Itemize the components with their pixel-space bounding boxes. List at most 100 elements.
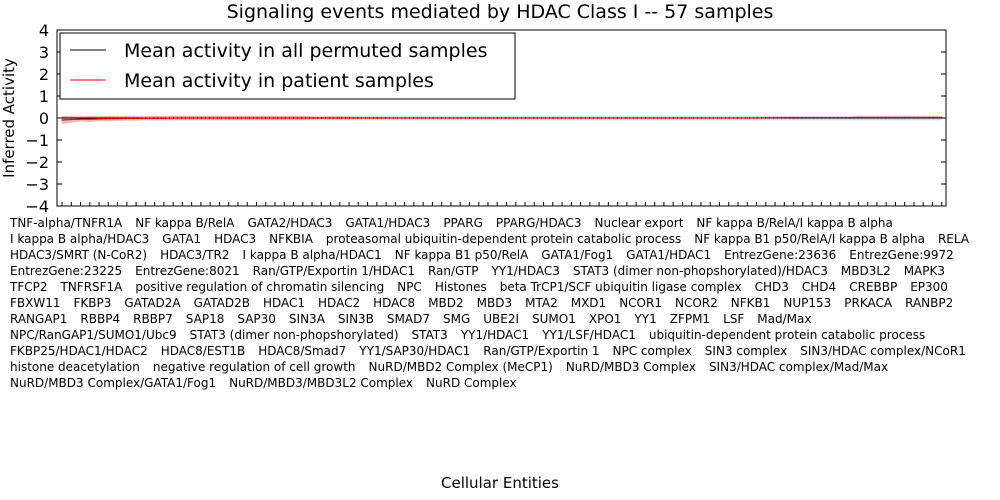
data-point-patient (746, 117, 748, 119)
data-point-patient (505, 117, 508, 119)
x-tick-label: MBD3L2 (840, 264, 891, 278)
data-point-patient (922, 116, 924, 118)
x-tick-label: NPC/RanGAP1/SUMO1/Ubc9 (10, 328, 177, 342)
x-tick-label: proteasomal ubiquitin-dependent protein … (325, 232, 682, 246)
x-tick-label: NCOR1 (619, 296, 662, 310)
x-tick-label: MBD3 (476, 296, 513, 310)
x-tick-label: NuRD/MBD3 Complex (565, 360, 696, 374)
x-tick-label: SIN3 complex (704, 344, 788, 358)
x-tick-label: FBXW11 (10, 296, 61, 310)
x-tick-label: HDAC3/TR2 (160, 248, 230, 262)
x-tick-label: NFKB1 (730, 296, 771, 310)
x-tick-label: I kappa B alpha/HDAC1 (242, 248, 382, 262)
data-point-patient (302, 117, 304, 119)
x-tick-label: STAT3 (411, 328, 448, 342)
data-point-patient (802, 116, 804, 119)
data-point-patient (339, 117, 341, 119)
data-point-patient (542, 117, 545, 119)
x-tick-label: MTA2 (525, 296, 558, 310)
plot-frame (56, 29, 947, 207)
x-tick-label: Ran/GTP (427, 264, 479, 278)
y-tick-label: −1 (25, 131, 49, 150)
data-point-patient (191, 117, 193, 119)
data-point-patient (450, 117, 452, 119)
data-point-patient (579, 117, 582, 119)
data-point-patient (654, 117, 656, 119)
data-point-patient (61, 119, 63, 121)
x-tick-label: GATA1/HDAC1 (626, 248, 712, 262)
x-tick-label: HDAC3 (214, 232, 257, 246)
data-point-patient (755, 117, 758, 119)
x-tick-label: GATA1/HDAC3 (345, 216, 431, 230)
x-tick-label: MBD2 (428, 296, 464, 310)
y-tick-label: 4 (39, 21, 49, 40)
x-tick-label: NCOR2 (674, 296, 718, 310)
x-tick-label: SIN3/HDAC complex/Mad/Max (708, 360, 889, 374)
data-point-permuted (79, 117, 82, 119)
data-point-patient (246, 117, 248, 119)
x-tick-label: histone deacetylation (10, 360, 140, 374)
chart-title: Signaling events mediated by HDAC Class … (227, 1, 774, 23)
x-tick-label: GATA1 (162, 232, 202, 246)
data-point-patient (181, 117, 183, 119)
x-tick-label: SIN3A (288, 312, 325, 326)
x-tick-label: beta TrCP1/SCF ubiquitin ligase complex (499, 280, 742, 294)
data-point-patient (126, 117, 128, 120)
data-point-permuted (70, 117, 72, 119)
x-tick-label: NF kappa B/RelA (135, 216, 235, 230)
x-tick-label: LSF (723, 312, 745, 326)
x-tick-label: HDAC8/Smad7 (258, 344, 347, 358)
y-axis-label: Inferred Activity (0, 58, 18, 178)
data-point-patient (830, 116, 832, 119)
x-tick-label: SMAD7 (386, 312, 430, 326)
data-point-patient (663, 117, 665, 119)
x-tick-label: HDAC1 (262, 296, 306, 310)
data-point-patient (422, 117, 424, 119)
data-point-patient (70, 118, 72, 121)
data-point-patient (274, 117, 276, 119)
x-tick-label: EntrezGene:23225 (10, 264, 123, 278)
data-point-patient (598, 117, 600, 119)
legend: Mean activity in all permuted samples Me… (59, 32, 516, 100)
data-point-patient (154, 117, 156, 119)
x-tick-label: CREBBP (849, 280, 898, 294)
legend-label-patient: Mean activity in patient samples (124, 70, 434, 92)
x-tick-label: CHD3 (754, 280, 789, 294)
data-point-patient (487, 117, 489, 119)
data-point-patient (228, 117, 230, 119)
x-tick-label: NF kappa B1 p50/RelA/I kappa B alpha (694, 232, 925, 246)
data-point-patient (857, 116, 859, 118)
x-tick-label: YY1/LSF/HDAC1 (542, 328, 636, 342)
x-tick-label: NUP153 (783, 296, 832, 310)
data-point-patient (691, 117, 693, 119)
y-tick-label: −4 (25, 197, 49, 212)
data-point-patient (329, 117, 332, 119)
y-tick-label: 2 (39, 65, 49, 84)
x-tick-label: PPARG/HDAC3 (495, 216, 582, 230)
data-point-patient (89, 118, 91, 120)
x-tick-label: NuRD/MBD3 Complex/GATA1/Fog1 (10, 376, 217, 390)
x-tick-label: NuRD/MBD2 Complex (MeCP1) (368, 360, 553, 374)
x-tick-label: PPARG (443, 216, 483, 230)
x-tick-label: EntrezGene:9972 (849, 248, 954, 262)
x-tick-label: NPC (397, 280, 422, 294)
x-tick-label: STAT3 (dimer non-phopshorylated)/HDAC3 (572, 264, 828, 278)
x-tick-label: SIN3/HDAC complex/NCoR1 (800, 344, 966, 358)
x-tick-label: GATAD2B (193, 296, 250, 310)
x-tick-label: YY1/HDAC3 (491, 264, 560, 278)
x-tick-label: YY1/SAP30/HDAC1 (359, 344, 471, 358)
x-tick-label: Ran/GTP/Exportin 1/HDAC1 (252, 264, 415, 278)
x-tick-label: HDAC8/EST1B (160, 344, 246, 358)
data-point-patient (515, 117, 517, 119)
x-tick-label: XPO1 (588, 312, 622, 326)
data-point-patient (255, 117, 258, 119)
data-point-patient (783, 117, 785, 119)
legend-box (59, 32, 516, 100)
legend-label-permuted: Mean activity in all permuted samples (124, 40, 487, 62)
x-tick-label: HDAC2 (318, 296, 361, 310)
x-tick-label: TNFRSF1A (60, 280, 123, 294)
data-point-patient (478, 117, 480, 119)
data-point-patient (431, 117, 434, 119)
data-point-patient (904, 116, 906, 118)
